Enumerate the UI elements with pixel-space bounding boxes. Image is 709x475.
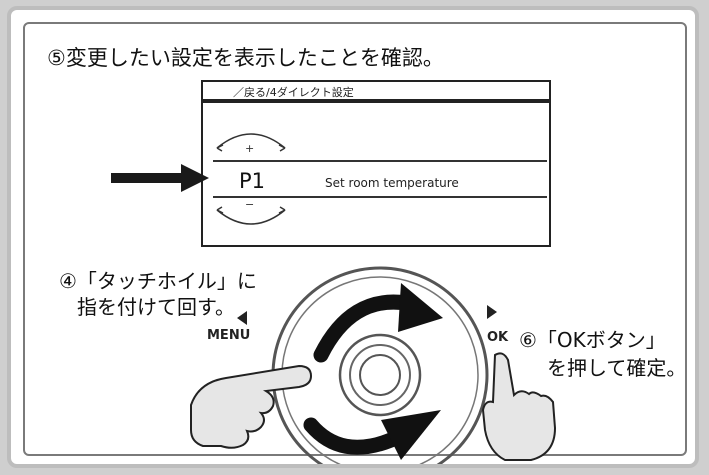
lcd-screen: ／戻る/4ダイレクト設定 + P1 Set room temperature − <box>201 80 551 247</box>
scroll-down-indicator <box>216 206 286 225</box>
ok-button-icon[interactable] <box>487 305 497 319</box>
scroll-up-indicator <box>216 133 286 152</box>
lcd-minus-icon: − <box>245 198 255 211</box>
hand-pointing-icon <box>190 364 313 449</box>
lcd-header: ／戻る/4ダイレクト設定 <box>233 86 354 99</box>
lcd-selection-bottom-line <box>213 196 547 198</box>
step6-line1: ⑥「OKボタン」 <box>519 328 666 352</box>
hand-pressing-icon <box>481 352 557 461</box>
menu-button-label: MENU <box>207 328 251 343</box>
instruction-frame <box>23 22 687 456</box>
lcd-param-label: Set room temperature <box>325 176 459 190</box>
ok-button-label: OK <box>487 330 509 345</box>
controls-illustration <box>190 266 557 468</box>
touch-wheel[interactable] <box>271 266 489 468</box>
menu-button-icon[interactable] <box>237 311 247 325</box>
rotate-arrow-top-icon <box>313 283 443 363</box>
lcd-selection-top-line <box>213 160 547 162</box>
lcd-header-bar <box>203 99 549 103</box>
step6-instruction: ⑥「OKボタン」 を押して確定。 <box>519 326 686 382</box>
rotate-arrow-bottom-icon <box>303 410 441 460</box>
step4-line1: ④「タッチホイル」に <box>59 269 257 293</box>
pointer-arrow-icon <box>111 164 209 192</box>
step6-line2: を押して確定。 <box>547 356 687 380</box>
lcd-plus-icon: + <box>245 142 255 155</box>
instruction-title: ⑤変更したい設定を表示したことを確認。 <box>47 46 444 70</box>
instruction-panel: ⑤変更したい設定を表示したことを確認。 ／戻る/4ダイレクト設定 + P1 Se… <box>7 6 699 468</box>
step4-line2: 指を付けて回す。 <box>77 295 235 319</box>
lcd-param-code: P1 <box>239 169 266 193</box>
step4-instruction: ④「タッチホイル」に 指を付けて回す。 <box>59 268 257 320</box>
